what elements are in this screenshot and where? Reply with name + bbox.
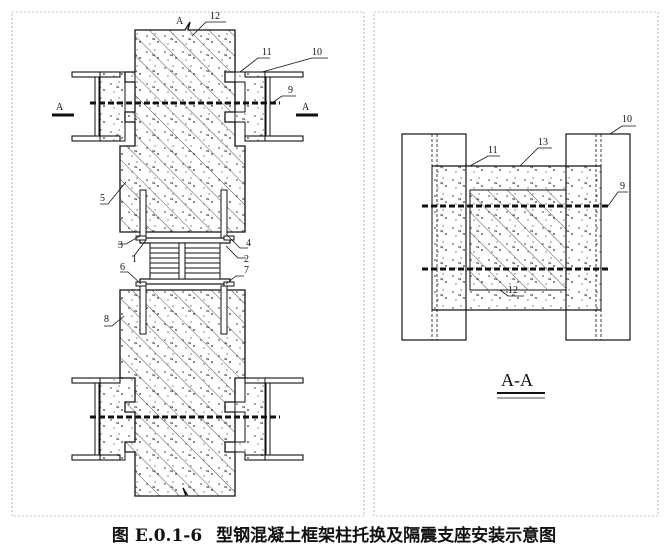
callout-6: 6 [120,262,125,273]
upper-right-steel-beam [234,71,304,142]
elevation-view: A A A 12 11 10 9 5 3 1 2 [52,11,328,497]
upper-column [119,21,246,233]
section-mark-top: A [176,16,184,27]
figure-title: 型钢混凝土框架柱托换及隔震支座安装示意图 [216,526,557,546]
callout-3: 3 [118,240,123,251]
section-callouts: 10 11 13 9 12 [488,114,632,296]
callout-2: 2 [244,254,249,265]
isolation-bearing [135,235,235,287]
lower-anchor-bolts [139,285,228,335]
figure-caption: 图 E.0.1-6 型钢混凝土框架柱托换及隔震支座安装示意图 [0,521,668,546]
elevation-callouts: 12 11 10 9 5 3 1 2 4 6 7 8 [100,11,322,325]
panel-borders [11,11,659,517]
section-callout-9: 9 [620,181,625,192]
upper-left-steel-beam [71,71,136,142]
section-callout-13: 13 [538,137,548,148]
section-leaders [469,125,636,297]
lower-column [119,289,246,497]
callout-1: 1 [132,254,137,265]
section-title: A-A [501,370,533,390]
callout-7: 7 [244,265,249,276]
callout-8: 8 [104,314,109,325]
section-cut-marks: A A A [52,16,318,117]
section-callout-10: 10 [622,114,632,125]
callout-10: 10 [312,47,322,58]
lower-right-steel-beam [234,377,304,461]
section-view: 10 11 13 9 12 A-A [401,114,636,399]
elevation-leaders [100,21,328,327]
section-mark-right: A [302,102,310,113]
callout-5: 5 [100,193,105,204]
drawing-canvas: A A A 12 11 10 9 5 3 1 2 [11,11,659,517]
section-callout-11: 11 [488,145,498,156]
figure-number: 图 E.0.1-6 [111,526,203,546]
callout-11: 11 [262,47,272,58]
lower-left-steel-beam [71,377,136,461]
callout-12: 12 [210,11,220,22]
callout-4: 4 [246,238,251,249]
section-callout-12: 12 [508,285,518,296]
section-mark-left: A [56,102,64,113]
callout-9: 9 [288,85,293,96]
